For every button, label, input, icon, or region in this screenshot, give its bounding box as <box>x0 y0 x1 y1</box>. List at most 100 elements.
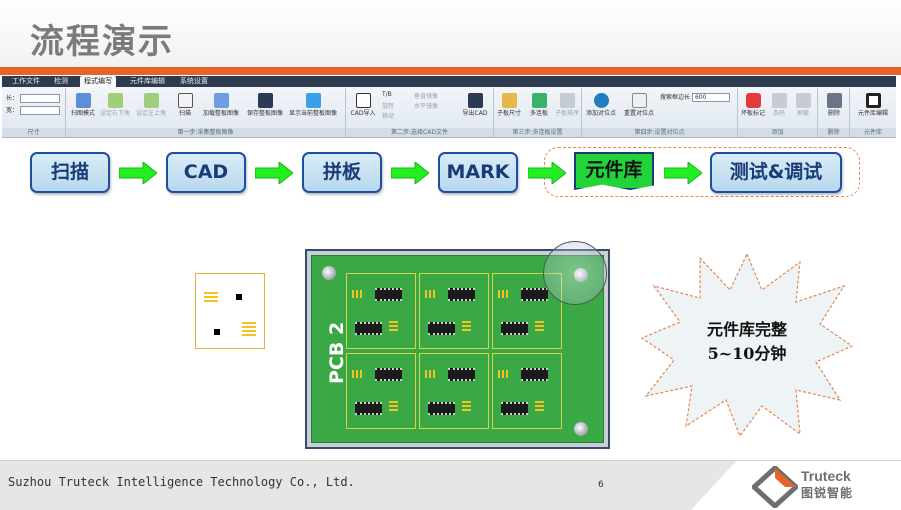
pad-group-icon <box>535 399 544 411</box>
flow-arrow-icon <box>255 162 293 184</box>
flow-step-cad: CAD <box>166 152 246 193</box>
callout-text: 元件库完整 5~10分钟 <box>672 318 822 366</box>
flow-arrow-icon <box>528 162 566 184</box>
callout-line-2: 5~10分钟 <box>707 344 787 363</box>
title-area: 流程演示 <box>0 0 901 70</box>
save-board-image-button[interactable]: 保存整板图像 <box>247 92 283 126</box>
pad-group-icon <box>204 290 218 302</box>
chip-icon <box>865 93 881 108</box>
top-bottom-button[interactable]: T/B <box>382 91 392 98</box>
pad-group-icon <box>535 319 544 331</box>
pad-group-icon <box>498 290 510 298</box>
pad-group-icon <box>242 320 256 336</box>
tab-system-settings[interactable]: 系统设置 <box>180 77 208 85</box>
ic-chip-icon <box>375 288 402 301</box>
callout-line-1: 元件库完整 <box>706 320 787 339</box>
ribbon-group-mark: 添加对位点 重置对位点 搜索框边长 600 第四步:设置对位点 <box>582 88 738 137</box>
mask-button[interactable]: 屏蔽 <box>788 92 818 126</box>
ic-chip-icon <box>355 402 382 415</box>
sub-board <box>346 353 416 429</box>
fiducial-icon <box>236 294 242 300</box>
image-icon <box>213 93 229 108</box>
width-row: 宽： <box>6 105 61 115</box>
pad-group-icon <box>498 370 510 378</box>
pad-group-icon <box>389 319 398 331</box>
ribbon-group-library: 元件库编辑 元件库 <box>850 88 896 137</box>
flow-arrow-icon <box>119 162 157 184</box>
trash-icon <box>826 93 842 108</box>
slide-footer: Suzhou Truteck Intelligence Technology C… <box>0 460 901 510</box>
export-cad-button[interactable]: 导出CAD <box>460 92 490 126</box>
rotate-button[interactable]: 旋转 <box>382 103 395 110</box>
cad-import-button[interactable]: CAD导入 <box>348 92 378 126</box>
length-row: 长： <box>6 93 61 103</box>
vertical-mirror-button[interactable]: 垂直镜像 <box>414 93 439 100</box>
ribbon-group-label: 添加 <box>738 128 817 137</box>
multi-board-button[interactable]: 多连板 <box>524 92 554 126</box>
pad-group-icon <box>425 290 437 298</box>
tab-library-edit[interactable]: 元件库编辑 <box>130 77 165 85</box>
pcb-label: PCB 2 <box>326 321 348 384</box>
magnifier-lens <box>543 241 607 305</box>
brand-name-en: Truteck <box>801 468 851 484</box>
delete-button[interactable]: 删除 <box>819 92 849 126</box>
width-input[interactable] <box>20 106 61 115</box>
mounting-hole-icon <box>574 422 588 436</box>
horizontal-mirror-button[interactable]: 水平镜像 <box>414 103 439 110</box>
pad-group-icon <box>352 370 364 378</box>
sub-board-order-button[interactable]: 子板排序 <box>552 92 582 126</box>
search-size-input[interactable]: 600 <box>691 93 730 102</box>
page-number: 6 <box>598 480 604 490</box>
ic-chip-icon <box>448 368 475 381</box>
ic-chip-icon <box>355 322 382 335</box>
tab-work-file[interactable]: 工作文件 <box>12 77 40 85</box>
search-size-row: 搜索框边长 600 <box>660 92 730 102</box>
ic-chip-icon <box>375 368 402 381</box>
company-name: Suzhou Truteck Intelligence Technology C… <box>8 475 355 489</box>
ribbon-tab-bar: 工作文件 检测 程式编写 元件库编辑 系统设置 <box>2 76 896 87</box>
ic-chip-icon <box>428 322 455 335</box>
sub-board-size-button[interactable]: 子板尺寸 <box>494 92 524 126</box>
bad-board-mark-button[interactable]: 坏板标记 <box>738 92 768 126</box>
scan-image-icon <box>75 93 91 108</box>
ribbon-group-size: 长： 宽： 尺寸 <box>2 88 66 137</box>
move-button[interactable]: 移动 <box>382 113 395 120</box>
save-icon <box>467 93 483 108</box>
tab-inspect[interactable]: 检测 <box>54 77 68 85</box>
flow-step-test-debug: 测试&调试 <box>710 152 842 193</box>
ic-chip-icon <box>501 402 528 415</box>
barcode-button[interactable]: 条码 <box>764 92 794 126</box>
sort-icon <box>559 93 575 108</box>
show-board-image-button[interactable]: 显示当前整板图像 <box>289 92 337 126</box>
pad-group-icon <box>425 370 437 378</box>
ribbon-group-delete: 删除 删除 <box>818 88 850 137</box>
set-bottom-right-button[interactable]: 设定右下角 <box>100 92 130 126</box>
ribbon-group-label: 尺寸 <box>2 128 65 137</box>
ribbon-group-scan: 扫图模式 设定右下角 设定左上角 扫描 加载整板图像 保存整板图像 显示当前整板… <box>66 88 346 137</box>
sub-board <box>419 273 489 349</box>
ribbon-group-label: 第二步:选择CAD文件 <box>346 128 493 137</box>
lock-icon <box>795 93 811 108</box>
flow-arrow-icon <box>664 162 702 184</box>
cad-file-icon <box>355 93 371 108</box>
flow-step-mark: MARK <box>438 152 518 193</box>
add-mark-button[interactable]: 添加对位点 <box>586 92 616 126</box>
set-top-left-button[interactable]: 设定左上角 <box>136 92 166 126</box>
reset-mark-button[interactable]: 重置对位点 <box>624 92 654 126</box>
library-edit-button[interactable]: 元件库编辑 <box>858 92 888 126</box>
length-input[interactable] <box>20 94 61 103</box>
board-size-icon <box>501 93 517 108</box>
ribbon-group-cad: CAD导入 T/B 旋转 移动 垂直镜像 水平镜像 导出CAD 第二步:选择CA… <box>346 88 494 137</box>
flow-step-scan: 扫描 <box>30 152 110 193</box>
tab-program[interactable]: 程式编写 <box>80 76 116 87</box>
load-board-image-button[interactable]: 加载整板图像 <box>203 92 239 126</box>
sub-board <box>346 273 416 349</box>
search-size-label: 搜索框边长 <box>660 94 691 101</box>
flow-arrow-icon <box>391 162 429 184</box>
fiducial-icon <box>214 329 220 335</box>
flow-step-library: 元件库 <box>574 152 654 190</box>
scan-button[interactable]: 扫描 <box>170 92 200 126</box>
ic-chip-icon <box>448 288 475 301</box>
ic-chip-icon <box>428 402 455 415</box>
scan-mode-button[interactable]: 扫图模式 <box>68 92 98 126</box>
